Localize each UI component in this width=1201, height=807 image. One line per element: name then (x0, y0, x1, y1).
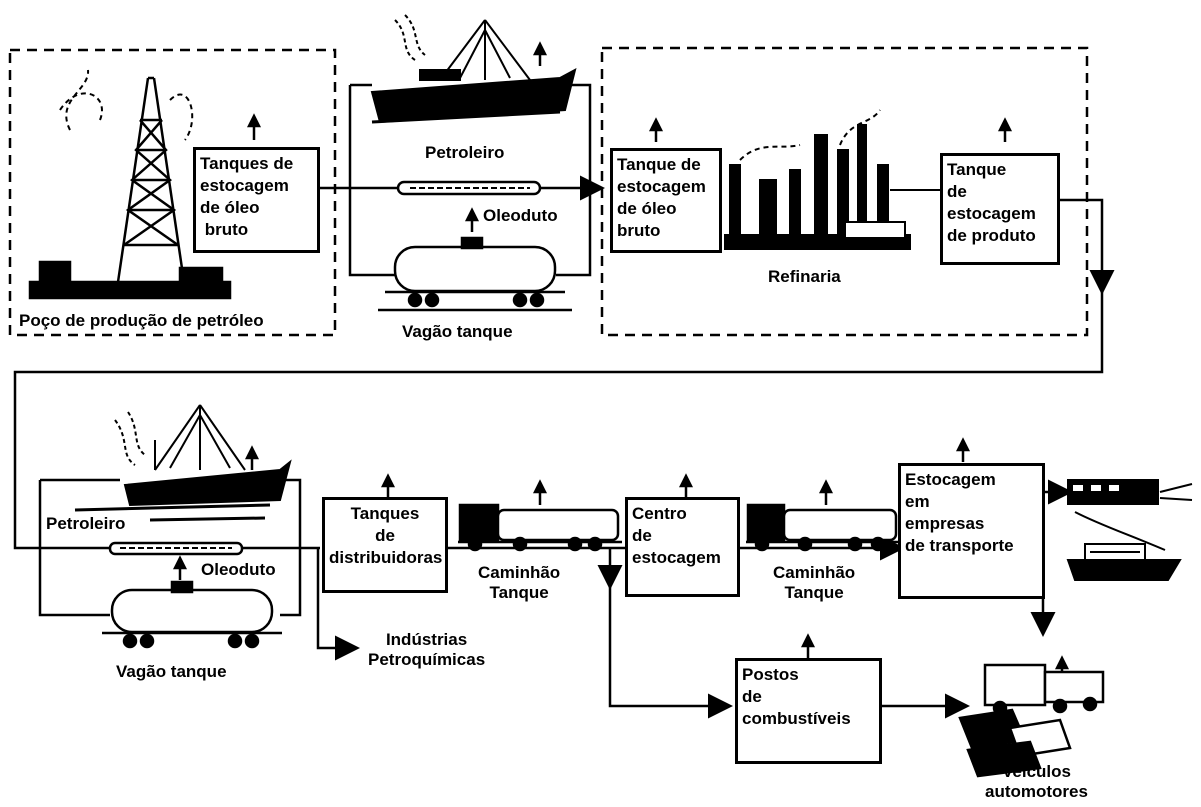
top-pipeline-label: Oleoduto (483, 206, 558, 225)
truck2-label-line-2: Tanque (784, 583, 844, 602)
truck1-label-line-2: Tanque (489, 583, 549, 602)
distributor-tanks-line-2: de (375, 526, 395, 545)
crude-tanks-left-line-1: Tanques de (200, 154, 294, 173)
vehicles-label-line-2: automotores (985, 782, 1088, 801)
distributor-tanks-line-1: Tanques (350, 504, 420, 523)
petrochem-label-line-2: Petroquímicas (368, 650, 486, 669)
crude-tanks-left-line-4: bruto (200, 220, 249, 239)
refinery-icon (724, 109, 911, 250)
rail-tank-car-icon (102, 580, 282, 649)
storage-center-line-2: de (632, 526, 652, 545)
truck2-label: Caminhão Tanque (773, 563, 855, 603)
rail-tank-car-icon (378, 236, 572, 312)
well-group-frame (8, 48, 337, 337)
top-tanker-label: Petroleiro (425, 143, 505, 162)
well-label: Poço de produção de petróleo (19, 311, 264, 330)
storage-center-line-3: estocagem (632, 548, 721, 567)
truck2-label-line-1: Caminhão (773, 563, 856, 582)
petrochem-label: Indústrias Petroquímicas (368, 630, 485, 670)
gas-stations-box: Postos de combustíveis (735, 658, 882, 764)
pipe-icon (108, 541, 244, 556)
gas-stations-line-2: de (742, 687, 762, 706)
bottom-rail-label: Vagão tanque (116, 662, 227, 681)
refinery-label: Refinaria (768, 267, 841, 286)
gas-stations-line-1: Postos (742, 665, 799, 684)
tank-truck-icon (746, 503, 900, 552)
product-tank-line-4: de produto (947, 226, 1036, 245)
crude-tanks-right-line-3: de óleo (617, 199, 677, 218)
crude-tanks-right-box: Tanque de estocagem de óleo bruto (610, 148, 722, 253)
vehicles-label: Veículos automotores (985, 762, 1088, 802)
crude-tanks-left-line-2: estocagem (200, 176, 289, 195)
storage-center-box: Centro de estocagem (625, 497, 740, 597)
vehicles-icon (958, 663, 1105, 778)
transport-storage-box: Estocagem em empresas de transporte (898, 463, 1045, 599)
top-rail-label: Vagão tanque (402, 322, 513, 341)
distributor-tanks-box: Tanques de distribuidoras (322, 497, 448, 593)
transport-storage-line-1: Estocagem (905, 470, 996, 489)
product-tank-box: Tanque de estocagem de produto (940, 153, 1060, 265)
transport-storage-line-2: em (905, 492, 930, 511)
ship-icon (370, 14, 577, 124)
vehicles-label-line-1: Veículos (1001, 762, 1071, 781)
storage-center-line-1: Centro (632, 504, 687, 523)
ship-icon (74, 404, 292, 522)
pipe-icon (396, 180, 542, 196)
bottom-tanker-label: Petroleiro (46, 514, 126, 533)
oil-derrick-icon (28, 69, 232, 300)
up-arrow-icon (172, 41, 1070, 680)
boat-icon (1066, 543, 1182, 581)
crude-tanks-left-line-3: de óleo (200, 198, 260, 217)
truck1-label-line-1: Caminhão (478, 563, 561, 582)
bottom-pipeline-label: Oleoduto (201, 560, 276, 579)
truck1-label: Caminhão Tanque (478, 563, 560, 603)
train-icon (1067, 479, 1193, 551)
crude-tanks-left-box: Tanques de estocagem de óleo bruto (193, 147, 320, 253)
crude-tanks-right-line-1: Tanque de (617, 155, 701, 174)
transport-storage-line-4: de transporte (905, 536, 1014, 555)
crude-tanks-right-line-4: bruto (617, 221, 661, 240)
product-tank-line-1: Tanque (947, 160, 1007, 179)
product-tank-line-3: estocagem (947, 204, 1036, 223)
transport-storage-line-3: empresas (905, 514, 985, 533)
gas-stations-line-3: combustíveis (742, 709, 851, 728)
product-tank-line-2: de (947, 182, 967, 201)
tank-truck-icon (458, 503, 622, 552)
petrochem-label-line-1: Indústrias (385, 630, 468, 649)
distributor-tanks-line-3: distribuidoras (329, 548, 443, 567)
crude-tanks-right-line-2: estocagem (617, 177, 706, 196)
